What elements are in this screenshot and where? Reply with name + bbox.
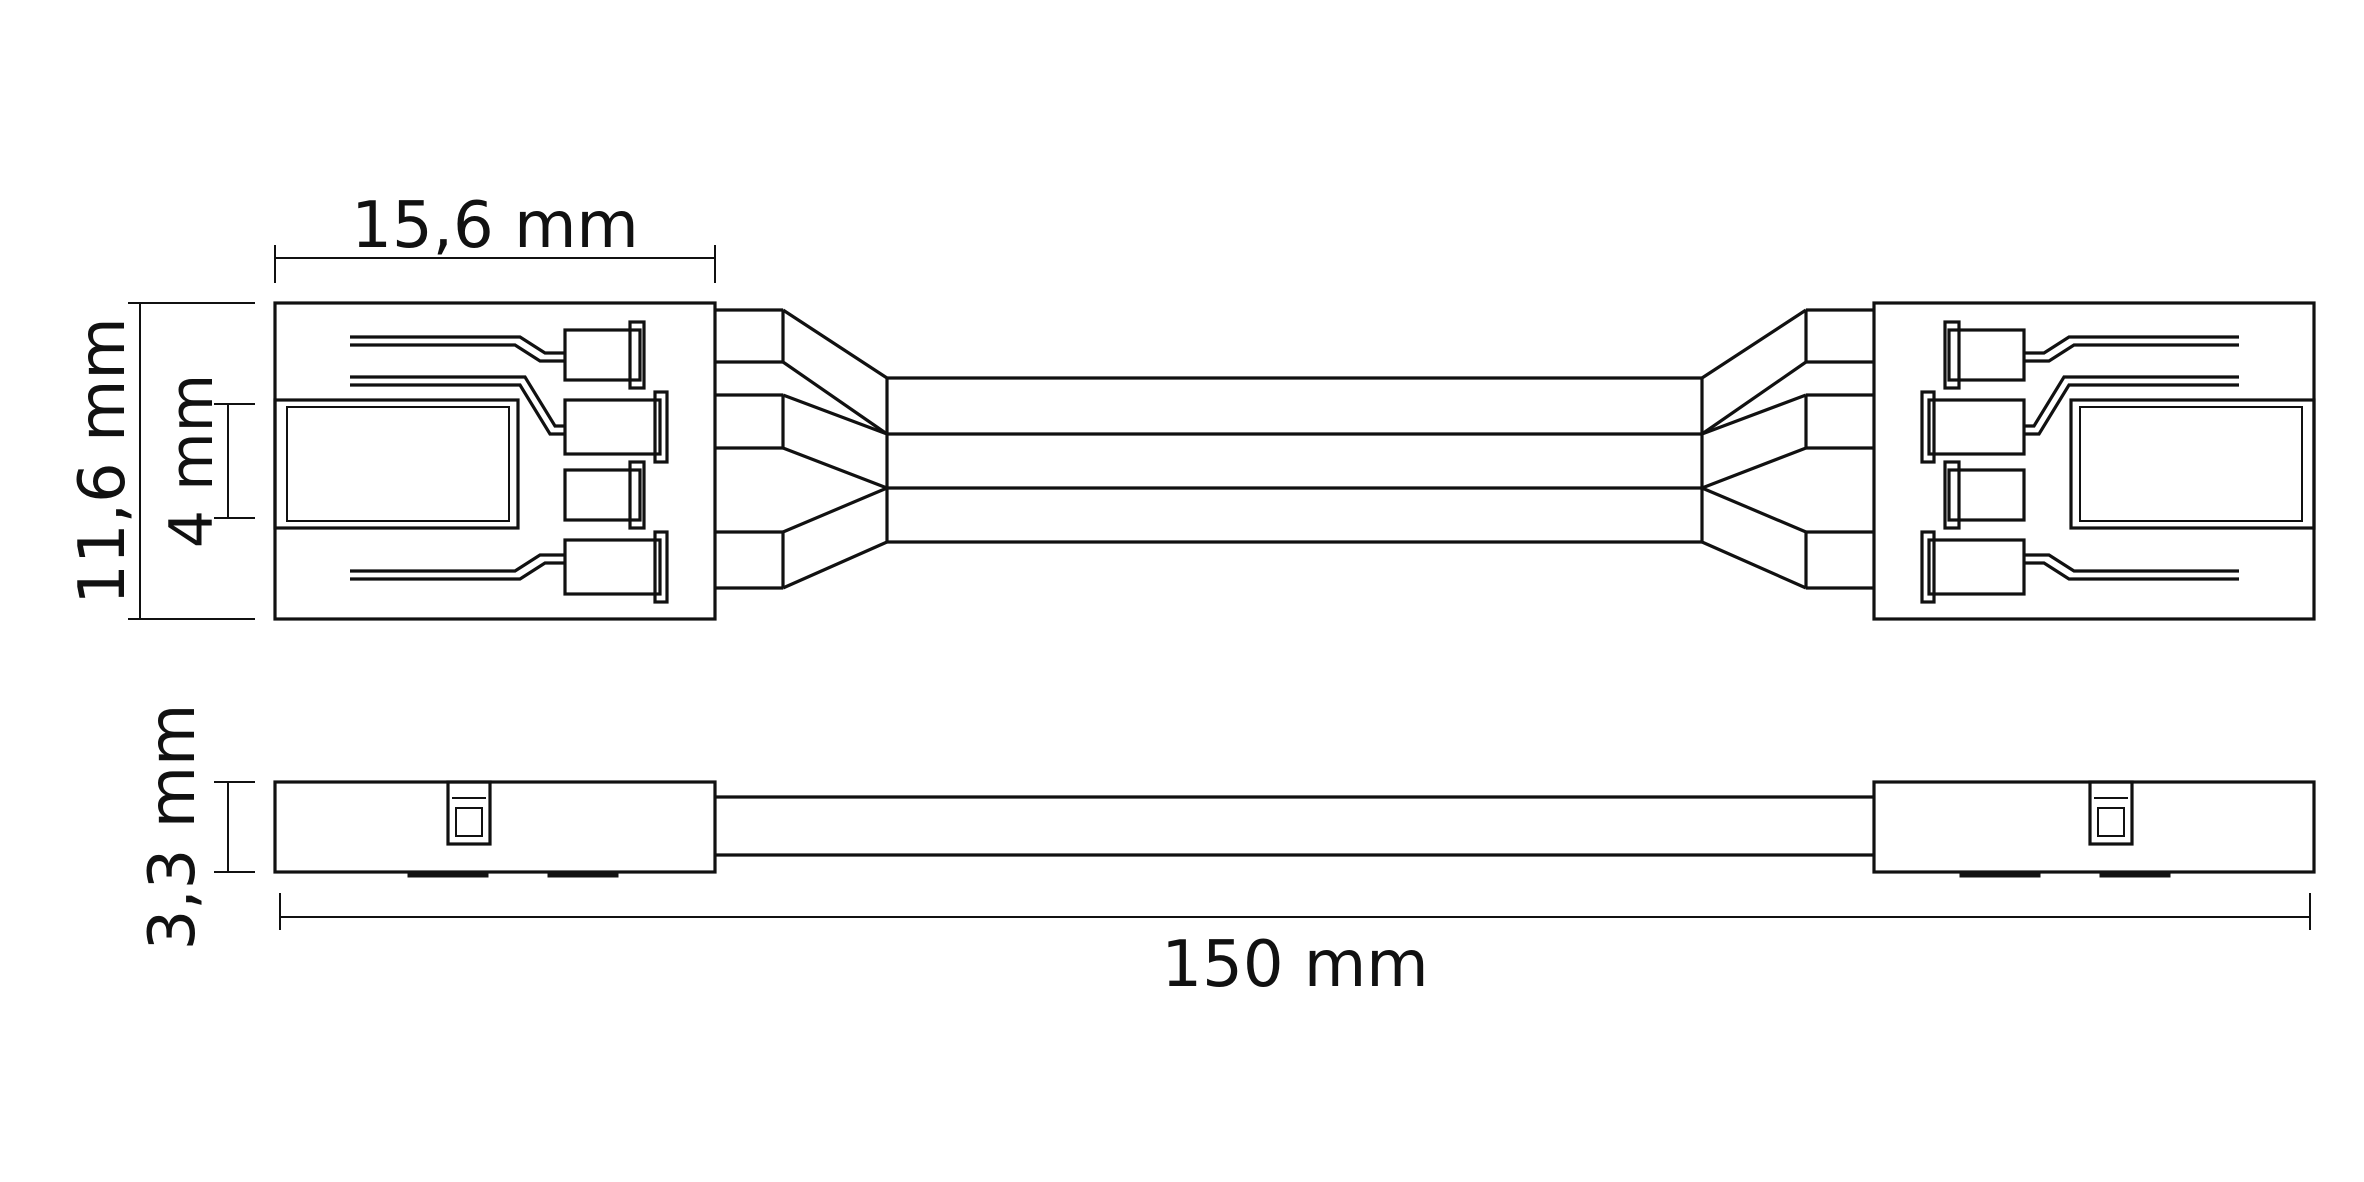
left-connector-housing bbox=[273, 301, 717, 621]
dimension-length-label: 150 mm bbox=[1161, 928, 1428, 1002]
dimension-thickness-label: 3,3 mm bbox=[136, 704, 210, 951]
dimension-pitch-label: 4 mm bbox=[157, 374, 227, 548]
dimension-width-label: 15,6 mm bbox=[351, 189, 639, 263]
right-wire-fan bbox=[1700, 308, 1874, 590]
dimension-width: 15,6 mm bbox=[274, 189, 716, 283]
ribbon-cable-side bbox=[715, 795, 1874, 857]
ribbon-cable-top bbox=[887, 376, 1702, 544]
top-view: 15,6 mm 11,6 mm 4 mm bbox=[66, 189, 2316, 621]
dimension-thickness: 3,3 mm bbox=[136, 704, 255, 951]
side-view: 3,3 mm 150 mm bbox=[136, 704, 2316, 1002]
right-connector-housing bbox=[1872, 301, 2316, 621]
left-wire-fan bbox=[715, 308, 889, 590]
dimension-height: 11,6 mm bbox=[66, 302, 255, 620]
dimension-height-label: 11,6 mm bbox=[66, 317, 140, 605]
left-connector-side bbox=[273, 780, 717, 874]
right-connector-side bbox=[1872, 780, 2316, 874]
right-latch-detail bbox=[1959, 780, 2171, 878]
dimension-pitch: 4 mm bbox=[157, 374, 255, 548]
left-latch-detail bbox=[407, 780, 619, 878]
dimension-length: 150 mm bbox=[279, 893, 2311, 1002]
